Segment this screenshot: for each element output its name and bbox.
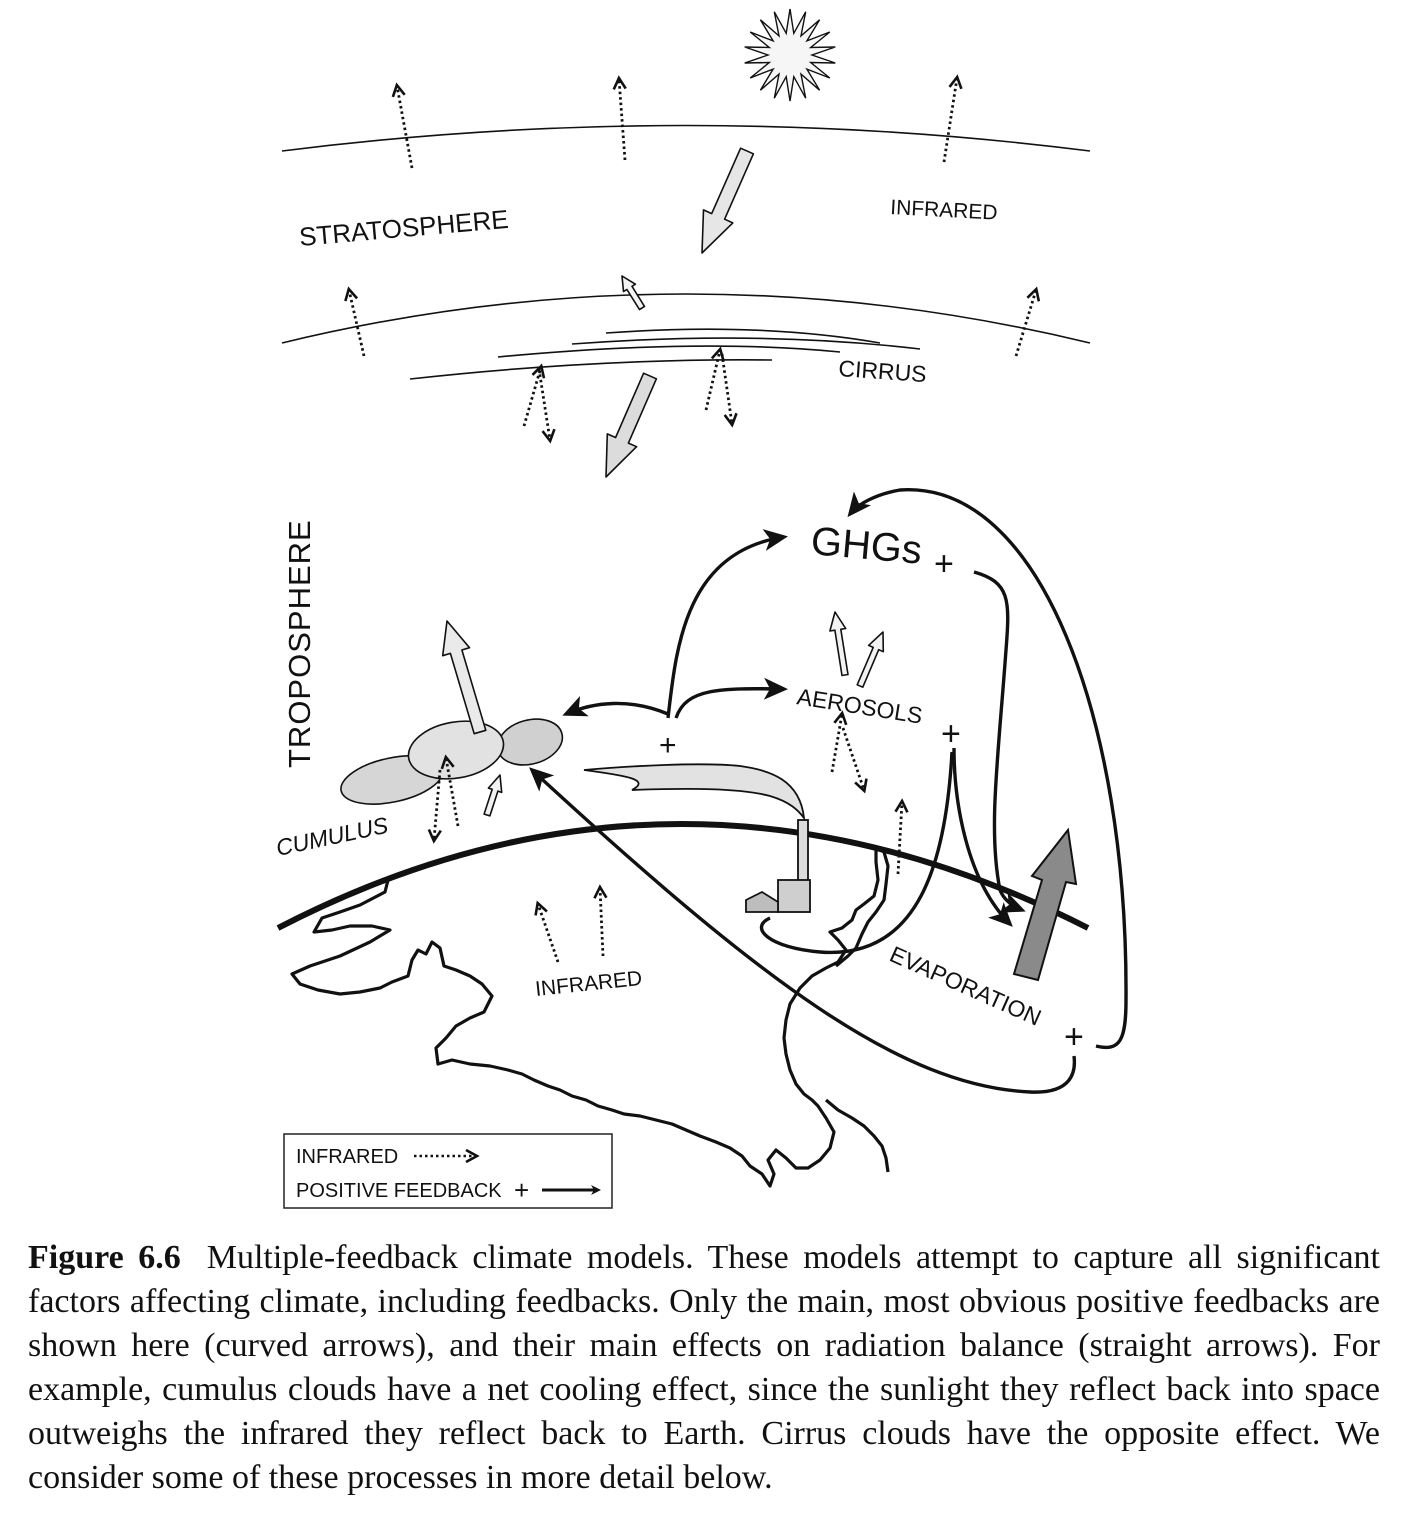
feedback-arrow-evaporation-to-ghgs [847, 488, 1128, 1050]
smoke-plume [583, 763, 806, 822]
sunlight-through-cirrus-arrow [605, 372, 658, 478]
feedback-arrow-evaporation-to-cumulus [529, 767, 1077, 1094]
infrared-upward-arrow [344, 286, 366, 357]
positive-feedback-arrows [529, 488, 1128, 1094]
infrared-escape-arrow [612, 75, 627, 161]
aerosols-plus-sign: + [941, 715, 961, 753]
cirrus-label: CIRRUS [838, 355, 928, 387]
ground-infrared-arrow [593, 884, 608, 957]
central-plus-sign: + [659, 729, 677, 762]
continent-outline [290, 846, 890, 1188]
feedback-arrow-ghgs-to-evaporation [973, 570, 1026, 913]
cirrus-infrared-down-arrow [537, 368, 556, 444]
infrared-upward-arrow [1014, 286, 1041, 357]
legend-infrared-label: INFRARED [296, 1146, 398, 1168]
infrared-escape-arrow [391, 82, 414, 169]
troposphere-label: TROPOSPHERE [282, 519, 317, 768]
legend: INFRARED POSITIVE FEEDBACK + [283, 1133, 613, 1209]
feedback-arrow-to-ghgs [666, 529, 788, 719]
feedback-arrow-aerosols-to-evaporation [952, 747, 1013, 927]
ghgs-plus-sign: + [934, 545, 954, 583]
evaporation-plus-sign: + [1064, 1018, 1084, 1056]
cirrus-cloud-lines [409, 328, 921, 380]
cirrus-reflected-sunlight-arrow [621, 275, 646, 311]
infrared-label-top: INFRARED [890, 196, 998, 225]
cumulus-reflected-sunlight-arrow [441, 620, 487, 735]
stratosphere-label: STRATOSPHERE [298, 204, 510, 252]
legend-plus-sign: + [514, 1175, 529, 1205]
aerosols-label: AEROSOLS [795, 683, 924, 728]
cumulus-infrared-down-arrow [427, 769, 442, 844]
surface-infrared-arrow [894, 798, 909, 875]
caption-text: Multiple-feedback climate models. These … [28, 1239, 1380, 1496]
figure-label: Figure 6.6 [28, 1239, 181, 1276]
infrared-radiation-arrows [344, 74, 1041, 963]
climate-feedback-diagram: STRATOSPHERE INFRARED CIRRUS TROPOSPHERE… [274, 8, 1128, 1209]
ground-infrared-arrow [534, 900, 560, 963]
incoming-sunlight-arrow [701, 147, 755, 254]
stratosphere-top-boundary [281, 124, 1091, 152]
cumulus-infrared-up-arrow [440, 754, 460, 827]
continent-outline-south [824, 1098, 890, 1173]
cirrus-infrared-up-arrow [704, 346, 725, 411]
feedback-arrow-to-aerosols [674, 677, 788, 719]
factory-icon [745, 819, 811, 913]
feedback-arrow-aerosols-to-loop [759, 751, 954, 955]
cumulus-small-light-arrow [483, 774, 503, 817]
aerosol-infrared-up-arrow [830, 710, 848, 773]
solar-radiation-arrows [441, 147, 885, 817]
feedback-arrow-to-cumulus [562, 696, 669, 717]
infrared-label-ground: INFRARED [534, 967, 643, 1001]
cirrus-infrared-up-arrow [522, 363, 546, 427]
cirrus-infrared-down-arrow [720, 353, 738, 428]
aerosol-infrared-down-arrow [841, 727, 868, 794]
stratosphere-bottom-boundary [281, 293, 1091, 344]
sunlight-down-to-aerosols-arrow [829, 611, 849, 677]
infrared-escape-arrow [942, 74, 963, 163]
cumulus-label: CUMULUS [274, 812, 391, 861]
sun-icon [744, 8, 836, 102]
evaporation-large-arrow [1012, 827, 1078, 982]
legend-positive-feedback-label: POSITIVE FEEDBACK [296, 1180, 502, 1202]
ghgs-label: GHGs [809, 519, 924, 573]
aerosol-reflected-sunlight-arrow [856, 631, 885, 689]
earth-surface-curve [276, 821, 1090, 931]
